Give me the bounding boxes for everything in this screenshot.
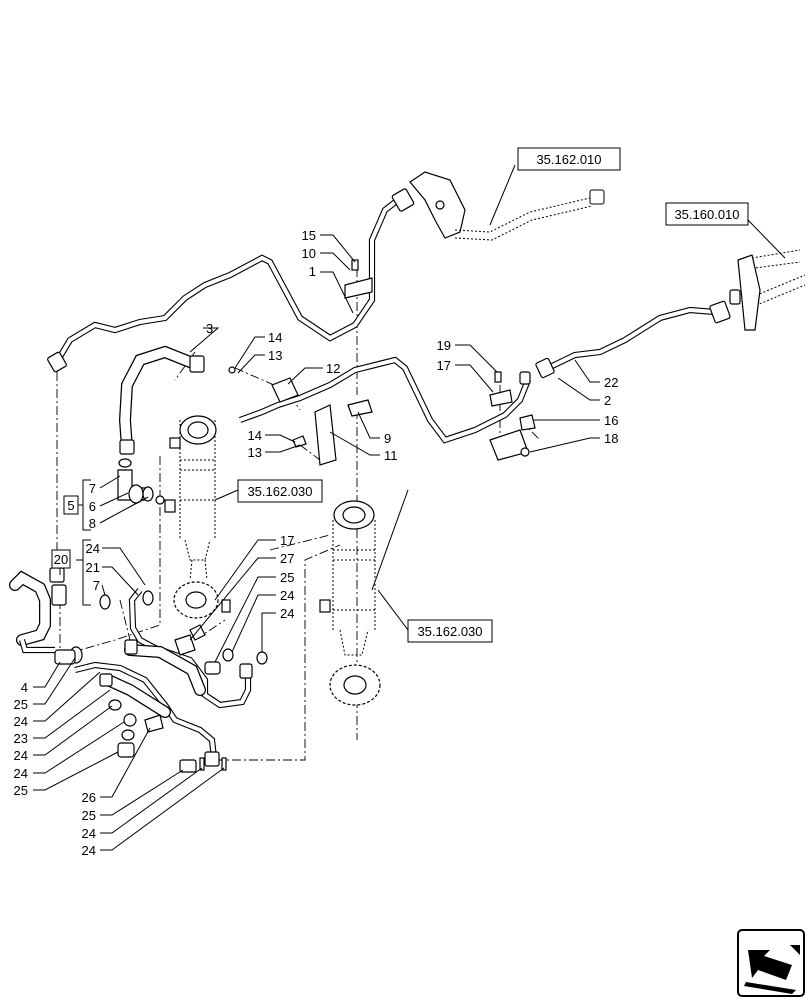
callout-labels: 15 10 1 3 14 13 12 19 17 22 2 9 11 16 18… (14, 228, 619, 858)
reference-35-162-030-b[interactable]: 35.162.030 (407, 619, 493, 643)
callout: 10 (302, 246, 316, 261)
callout: 25 (280, 570, 294, 585)
group-box-20: 20 (51, 549, 71, 569)
small-parts (54, 590, 268, 758)
callout: 12 (326, 361, 340, 376)
callout: 23 (14, 731, 28, 746)
hose-3 (118, 345, 205, 455)
lower-pipe-assembly (74, 588, 253, 773)
callout: 27 (280, 551, 294, 566)
leader-lines (33, 164, 786, 851)
reference-label: 35.162.030 (417, 624, 482, 639)
callout: 24 (14, 766, 28, 781)
reference-pipe-dotted (454, 189, 605, 241)
callout: 24 (280, 588, 294, 603)
callout: 6 (89, 499, 96, 514)
callout: 22 (604, 375, 618, 390)
group-box-5: 5 (63, 495, 79, 515)
pipe-assembly-1 (47, 171, 466, 373)
arrow-nav-icon[interactable] (737, 929, 805, 997)
callout: 13 (268, 348, 282, 363)
callout: 4 (21, 680, 28, 695)
svg-text:5: 5 (67, 498, 74, 513)
callout: 25 (82, 808, 96, 823)
callout: 1 (309, 264, 316, 279)
callout: 9 (384, 431, 391, 446)
callout: 24 (14, 714, 28, 729)
callout: 17 (280, 533, 294, 548)
callout: 24 (82, 826, 96, 841)
callout: 24 (82, 843, 96, 858)
reference-label: 35.162.030 (247, 484, 312, 499)
callout: 19 (437, 338, 451, 353)
callout: 7 (89, 481, 96, 496)
reference-label: 35.162.010 (536, 152, 601, 167)
callout: 8 (89, 516, 96, 531)
callout: 7 (93, 578, 100, 593)
brackets-and-clamps (228, 259, 536, 466)
callout: 2 (604, 393, 611, 408)
reference-label: 35.160.010 (674, 207, 739, 222)
callout: 16 (604, 413, 618, 428)
svg-text:20: 20 (54, 552, 68, 567)
hose-20 (9, 567, 67, 654)
callout: 14 (248, 428, 262, 443)
pipe-assembly-22 (238, 249, 806, 444)
callout: 21 (86, 560, 100, 575)
callout: 24 (14, 748, 28, 763)
reference-35-162-010[interactable]: 35.162.010 (517, 147, 621, 171)
group-brackets (59, 479, 91, 606)
callout: 18 (604, 431, 618, 446)
callout: 11 (384, 448, 398, 463)
fittings-7-6-8 (117, 458, 165, 505)
reference-35-160-010[interactable]: 35.160.010 (665, 202, 749, 226)
hydraulic-cylinder-right (319, 500, 381, 706)
callout: 26 (82, 790, 96, 805)
reference-35-162-030-a[interactable]: 35.162.030 (237, 479, 323, 503)
callout: 15 (302, 228, 316, 243)
callout: 14 (268, 330, 282, 345)
hydraulic-cylinder-left (164, 415, 219, 619)
callout: 25 (14, 697, 28, 712)
callout: 13 (248, 445, 262, 460)
callout: 3 (206, 321, 213, 336)
callout: 25 (14, 783, 28, 798)
callout: 17 (437, 358, 451, 373)
callout: 24 (86, 541, 100, 556)
callout: 24 (280, 606, 294, 621)
